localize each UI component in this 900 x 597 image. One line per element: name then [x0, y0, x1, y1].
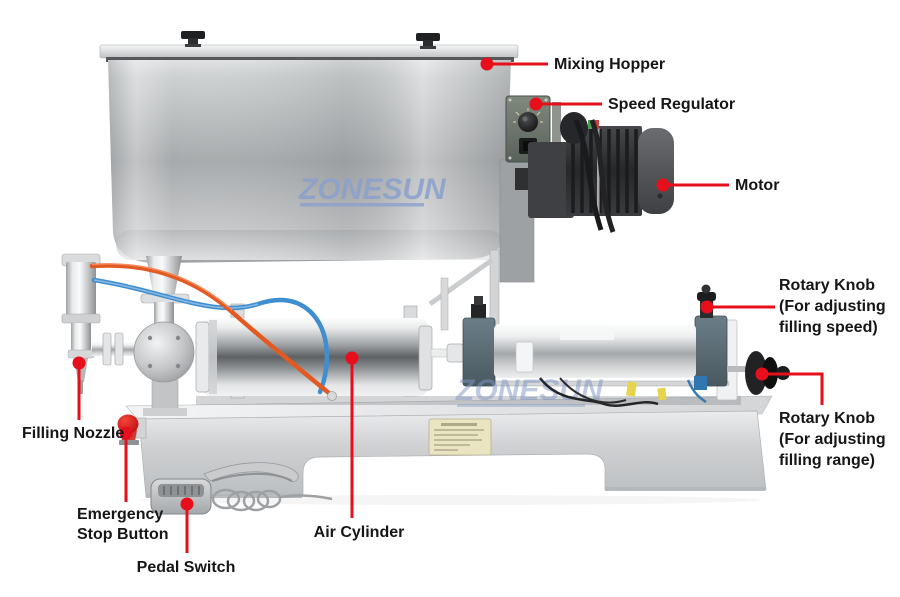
watermark-machine: ZONESUN: [455, 374, 604, 407]
callout-dot-speed-regulator: [529, 97, 543, 111]
machine-base: [125, 395, 773, 505]
callout-dot-rotary-speed: [700, 300, 714, 314]
motor-cable: [589, 119, 616, 233]
label-line: (For adjusting: [779, 298, 886, 315]
label-air-cylinder: Air Cylinder: [313, 524, 405, 541]
wiring: [539, 377, 707, 407]
label-line: Stop Button: [77, 526, 169, 543]
product-cylinder-body: [494, 324, 696, 378]
cylinder-end-block-right: [694, 315, 728, 387]
label-rotary-knob-range: Rotary Knob (For adjusting filling range…: [779, 408, 886, 471]
motor-gearbox: [528, 142, 574, 218]
label-mixing-hopper: Mixing Hopper: [554, 56, 666, 73]
hopper-outlet-cone: [146, 256, 182, 298]
hopper-lid: [99, 44, 519, 59]
label-line: Emergency: [77, 506, 164, 523]
label-line: filling range): [779, 452, 875, 469]
label-line: (For adjusting: [779, 431, 886, 448]
callout-dot-emergency-stop: [119, 426, 133, 440]
spec-plate: [428, 418, 492, 456]
filling-nozzle-assembly: [61, 253, 195, 416]
lid-handle-right: [416, 33, 440, 49]
label-motor: Motor: [735, 177, 780, 194]
label-filling-nozzle: Filling Nozzle: [22, 425, 125, 442]
sensor-box: [515, 341, 534, 373]
lid-handle-left: [181, 31, 205, 47]
label-line: Rotary Knob: [779, 277, 875, 294]
rotary-valve: [133, 321, 195, 383]
callout-dot-air-cylinder: [345, 351, 359, 365]
rod-coupler: [446, 343, 465, 363]
callout-dot-pedal-switch: [180, 497, 194, 511]
air-tube-orange: [89, 263, 333, 397]
callout-dot-motor: [656, 178, 670, 192]
motor-assembly: [499, 95, 674, 283]
air-tubes: [89, 263, 337, 401]
product-cylinder-assembly: [462, 284, 790, 401]
regulator-knob: [518, 112, 538, 132]
callout-dot-rotary-range: [755, 367, 769, 381]
label-emergency-stop: Emergency Stop Button: [77, 505, 169, 545]
label-pedal-switch: Pedal Switch: [136, 559, 236, 576]
nozzle-actuator: [66, 262, 96, 320]
motor-end-cap: [638, 128, 674, 214]
speed-regulator-device: [505, 95, 561, 163]
motor-cable: [573, 118, 604, 231]
watermark-hopper: ZONESUN: [298, 173, 447, 206]
pedal-cable-coil: [211, 488, 333, 512]
callout-dot-filling-nozzle: [72, 356, 86, 370]
pedal-lever: [203, 462, 299, 482]
label-line: filling speed): [779, 319, 878, 336]
callout-connectors: [72, 57, 824, 553]
callout-line-rotary-range: [768, 372, 824, 405]
mixing-hopper: ZONESUN: [99, 31, 519, 263]
label-rotary-knob-speed: Rotary Knob (For adjusting filling speed…: [779, 275, 886, 338]
callout-dot-mixing-hopper: [480, 57, 494, 71]
label-line: Rotary Knob: [779, 410, 875, 427]
motor: [515, 112, 674, 233]
threaded-rod: [727, 366, 751, 372]
label-speed-regulator: Speed Regulator: [608, 96, 736, 113]
pedal-switch: [150, 462, 333, 515]
